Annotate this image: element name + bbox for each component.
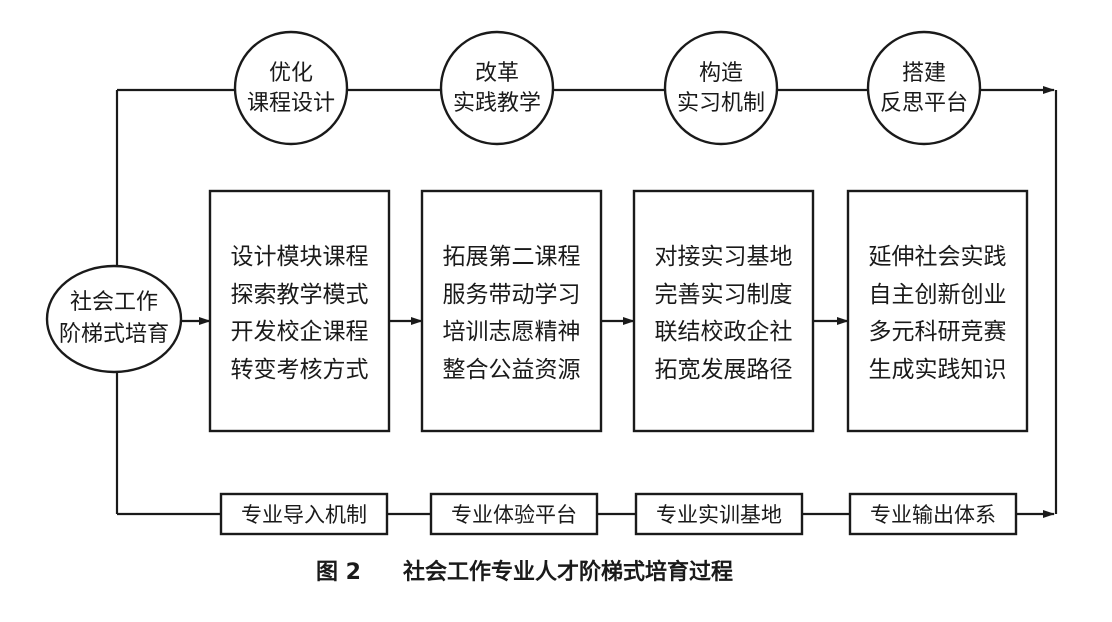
bottom-label-3-text: 专业实训基地	[656, 503, 782, 527]
step-circle-4: 搭建 反思平台	[866, 30, 982, 146]
bottom-label-4: 专业输出体系	[848, 492, 1018, 536]
stage-box-3-item-3: 联结校政企社	[655, 319, 793, 345]
stage-box-1-item-2: 探索教学模式	[231, 282, 369, 308]
stage-box-2-item-4: 整合公益资源	[443, 357, 581, 383]
step-circle-1-line-2: 课程设计	[247, 91, 335, 116]
stage-box-2-item-1: 拓展第二课程	[443, 244, 581, 270]
caption-title: 社会工作专业人才阶梯式培育过程	[403, 559, 733, 585]
start-node: 社会工作 阶梯式培育	[45, 264, 183, 374]
stage-box-3: 对接实习基地 完善实习制度 联结校政企社 拓宽发展路径	[632, 189, 815, 433]
stage-box-1-item-3: 开发校企课程	[231, 319, 369, 345]
stage-box-2-item-2: 服务带动学习	[443, 282, 581, 308]
stage-box-4-item-2: 自主创新创业	[869, 282, 1007, 308]
stage-box-3-item-1: 对接实习基地	[655, 244, 793, 270]
bottom-label-2-text: 专业体验平台	[451, 503, 577, 527]
figure-caption: 图 2 社会工作专业人才阶梯式培育过程	[316, 559, 733, 585]
stage-box-2-item-3: 培训志愿精神	[443, 319, 581, 345]
stage-box-4-item-1: 延伸社会实践	[869, 244, 1007, 270]
caption-number: 图 2	[316, 560, 361, 585]
stage-box-1-item-4: 转变考核方式	[231, 357, 369, 383]
step-circle-3-line-1: 构造	[699, 61, 743, 86]
stage-box-4: 延伸社会实践 自主创新创业 多元科研竞赛 生成实践知识	[846, 189, 1029, 433]
bottom-label-4-text: 专业输出体系	[870, 503, 996, 527]
step-circle-2-line-2: 实践教学	[453, 91, 541, 116]
step-circle-1-line-1: 优化	[269, 61, 313, 86]
stage-box-2: 拓展第二课程 服务带动学习 培训志愿精神 整合公益资源	[420, 189, 603, 433]
stage-box-4-item-4: 生成实践知识	[869, 357, 1007, 383]
stage-box-3-item-2: 完善实习制度	[655, 282, 793, 308]
step-circle-4-line-2: 反思平台	[880, 91, 968, 116]
step-circle-1: 优化 课程设计	[233, 30, 349, 146]
bottom-labels: 专业导入机制 专业体验平台 专业实训基地 专业输出体系	[219, 492, 1018, 536]
step-circle-3-line-2: 实习机制	[677, 91, 765, 116]
bottom-label-1: 专业导入机制	[219, 492, 389, 536]
start-node-line-1: 社会工作	[70, 290, 158, 315]
stage-box-3-item-4: 拓宽发展路径	[655, 357, 793, 383]
stage-box-1-item-1: 设计模块课程	[231, 244, 369, 270]
start-node-line-2: 阶梯式培育	[59, 322, 169, 347]
top-steps: 优化 课程设计 改革 实践教学 构造 实习机制 搭建 反思平台	[233, 30, 982, 146]
stage-box-1: 设计模块课程 探索教学模式 开发校企课程 转变考核方式	[208, 189, 391, 433]
step-circle-2-line-1: 改革	[475, 61, 519, 86]
stage-box-4-item-3: 多元科研竞赛	[869, 319, 1007, 345]
step-circle-2: 改革 实践教学	[439, 30, 555, 146]
bottom-label-2: 专业体验平台	[429, 492, 599, 536]
step-circle-3: 构造 实习机制	[663, 30, 779, 146]
bottom-label-1-text: 专业导入机制	[241, 503, 367, 527]
middle-boxes: 设计模块课程 探索教学模式 开发校企课程 转变考核方式 拓展第二课程 服务带动学…	[208, 189, 1029, 433]
step-circle-4-line-1: 搭建	[902, 61, 946, 86]
bottom-label-3: 专业实训基地	[634, 492, 804, 536]
